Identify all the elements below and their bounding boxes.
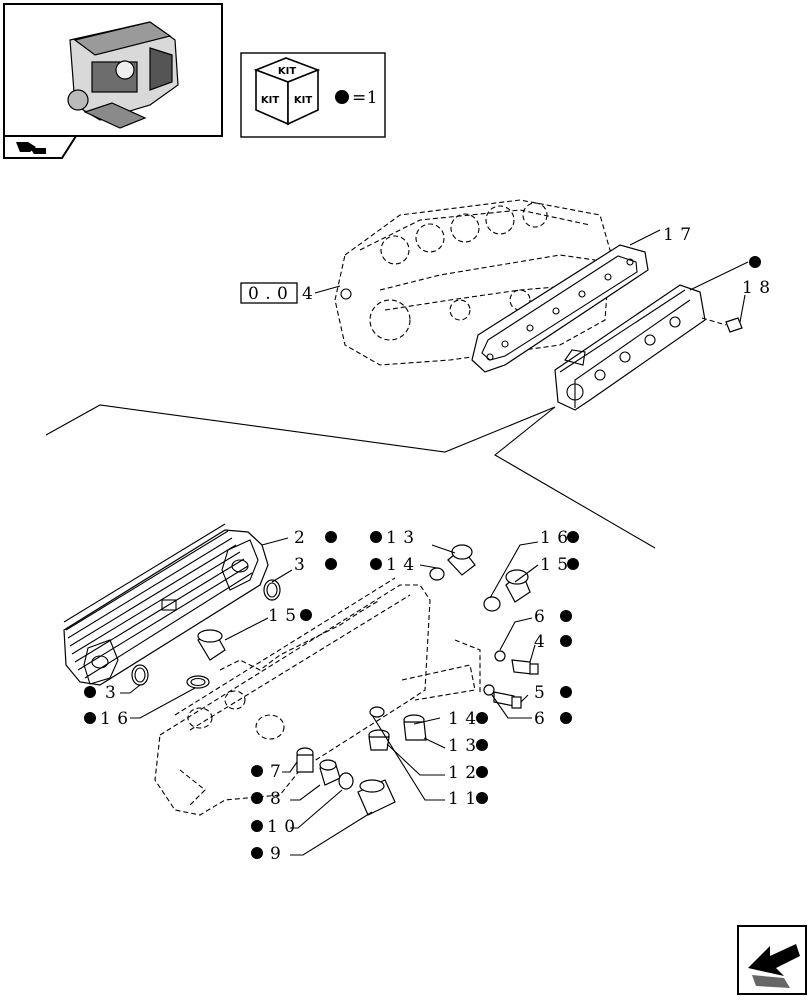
engine-block	[334, 199, 611, 366]
callout-18: 1 8	[742, 278, 771, 298]
kit-dot-icon	[476, 712, 488, 724]
plug-13-lower	[403, 714, 427, 741]
kit-dot-icon	[476, 766, 488, 778]
kit-cube-icon	[253, 57, 321, 126]
reference-suffix: 4	[302, 284, 313, 304]
callout-9: 9	[270, 844, 281, 864]
ring-14-lower	[369, 706, 385, 718]
callout-10: 1 0	[267, 817, 296, 837]
kit-dot-icon	[251, 820, 263, 832]
bolt-5	[493, 691, 522, 709]
heat-exchanger-2	[63, 523, 269, 686]
callout-3-left: 3	[105, 683, 116, 703]
callout-8: 8	[270, 789, 281, 809]
cooler-housing-lower	[154, 577, 481, 816]
kit-dot-icon	[560, 712, 572, 724]
callout-6-bottom: 6	[534, 709, 545, 729]
sleeve-8	[319, 759, 341, 786]
callout-4: 4	[534, 632, 545, 652]
callout-15-left: 1 5	[268, 606, 297, 626]
kit-dot-icon	[560, 686, 572, 698]
gasket-17	[471, 229, 661, 373]
kit-dot-icon	[476, 792, 488, 804]
kit-dot-icon	[560, 610, 572, 622]
kit-face-right: KIT	[294, 95, 312, 106]
ring-10	[338, 772, 354, 790]
next-page-arrow-icon[interactable]	[737, 925, 807, 995]
plug-7	[296, 747, 314, 773]
kit-dot-icon	[335, 90, 349, 104]
kit-dot-icon	[567, 558, 579, 570]
bolt-18	[701, 294, 746, 333]
callout-15-right: 1 5	[540, 555, 569, 575]
view-connector	[45, 404, 656, 549]
callouts: 2 3 1 3 1 4 1 6 1 5 1 5 6 4 5 6 3 1 6 1 …	[84, 225, 771, 864]
engine-thumbnail[interactable]	[3, 3, 223, 137]
kit-dot-icon	[370, 558, 382, 570]
o-ring-3-right	[263, 579, 281, 601]
connector-9	[357, 779, 396, 816]
ring-14-top	[429, 567, 445, 581]
kit-legend: KIT KIT KIT =1	[240, 52, 386, 138]
kit-face-left: KIT	[261, 95, 279, 106]
o-ring-3-left	[131, 664, 149, 686]
plug-12	[368, 729, 390, 751]
leader-lines	[120, 537, 539, 856]
washer-6-bottom	[483, 684, 495, 696]
bolt-4	[511, 659, 539, 675]
kit-dot-icon	[567, 531, 579, 543]
o-ring-16-left	[186, 675, 210, 689]
kit-dot-icon	[300, 609, 312, 621]
kit-dot-icon	[476, 739, 488, 751]
nav-tab-icon[interactable]	[3, 135, 78, 159]
callout-16-right: 1 6	[540, 528, 569, 548]
callout-12: 1 2	[448, 763, 477, 783]
kit-dot-icon	[749, 256, 761, 268]
kit-dot-icon	[251, 765, 263, 777]
kit-dot-icon	[251, 847, 263, 859]
plug-13-top	[447, 544, 476, 576]
callout-11: 1 1	[448, 789, 477, 809]
callout-13-top: 1 3	[386, 528, 415, 548]
plug-15-left	[197, 629, 226, 661]
callout-16-left: 1 6	[100, 709, 129, 729]
callout-6-top: 6	[534, 607, 545, 627]
callout-3-right: 3	[294, 555, 305, 575]
reference-box[interactable]: 0 . 0 4	[240, 282, 352, 304]
kit-quantity: =1	[352, 88, 378, 108]
ring-16-right	[483, 596, 501, 612]
kit-dot-icon	[370, 531, 382, 543]
plug-15-right	[505, 569, 531, 603]
callout-2: 2	[294, 528, 305, 548]
kit-dot-icon	[325, 558, 337, 570]
kit-dot-icon	[251, 792, 263, 804]
callout-14-lower: 1 4	[448, 709, 477, 729]
kit-dot-icon	[84, 712, 96, 724]
kit-dot-icon	[84, 686, 96, 698]
kit-face-top: KIT	[278, 66, 296, 77]
kit-dot-icon	[560, 635, 572, 647]
callout-13-lower: 1 3	[448, 736, 477, 756]
callout-17: 1 7	[663, 225, 692, 245]
callout-5: 5	[534, 683, 545, 703]
reference-code: 0 . 0	[248, 284, 288, 304]
kit-dot-icon	[325, 531, 337, 543]
cooler-housing-upper	[554, 261, 749, 411]
callout-7: 7	[270, 762, 281, 782]
callout-14-top: 1 4	[386, 555, 415, 575]
washer-6-top	[494, 650, 506, 662]
